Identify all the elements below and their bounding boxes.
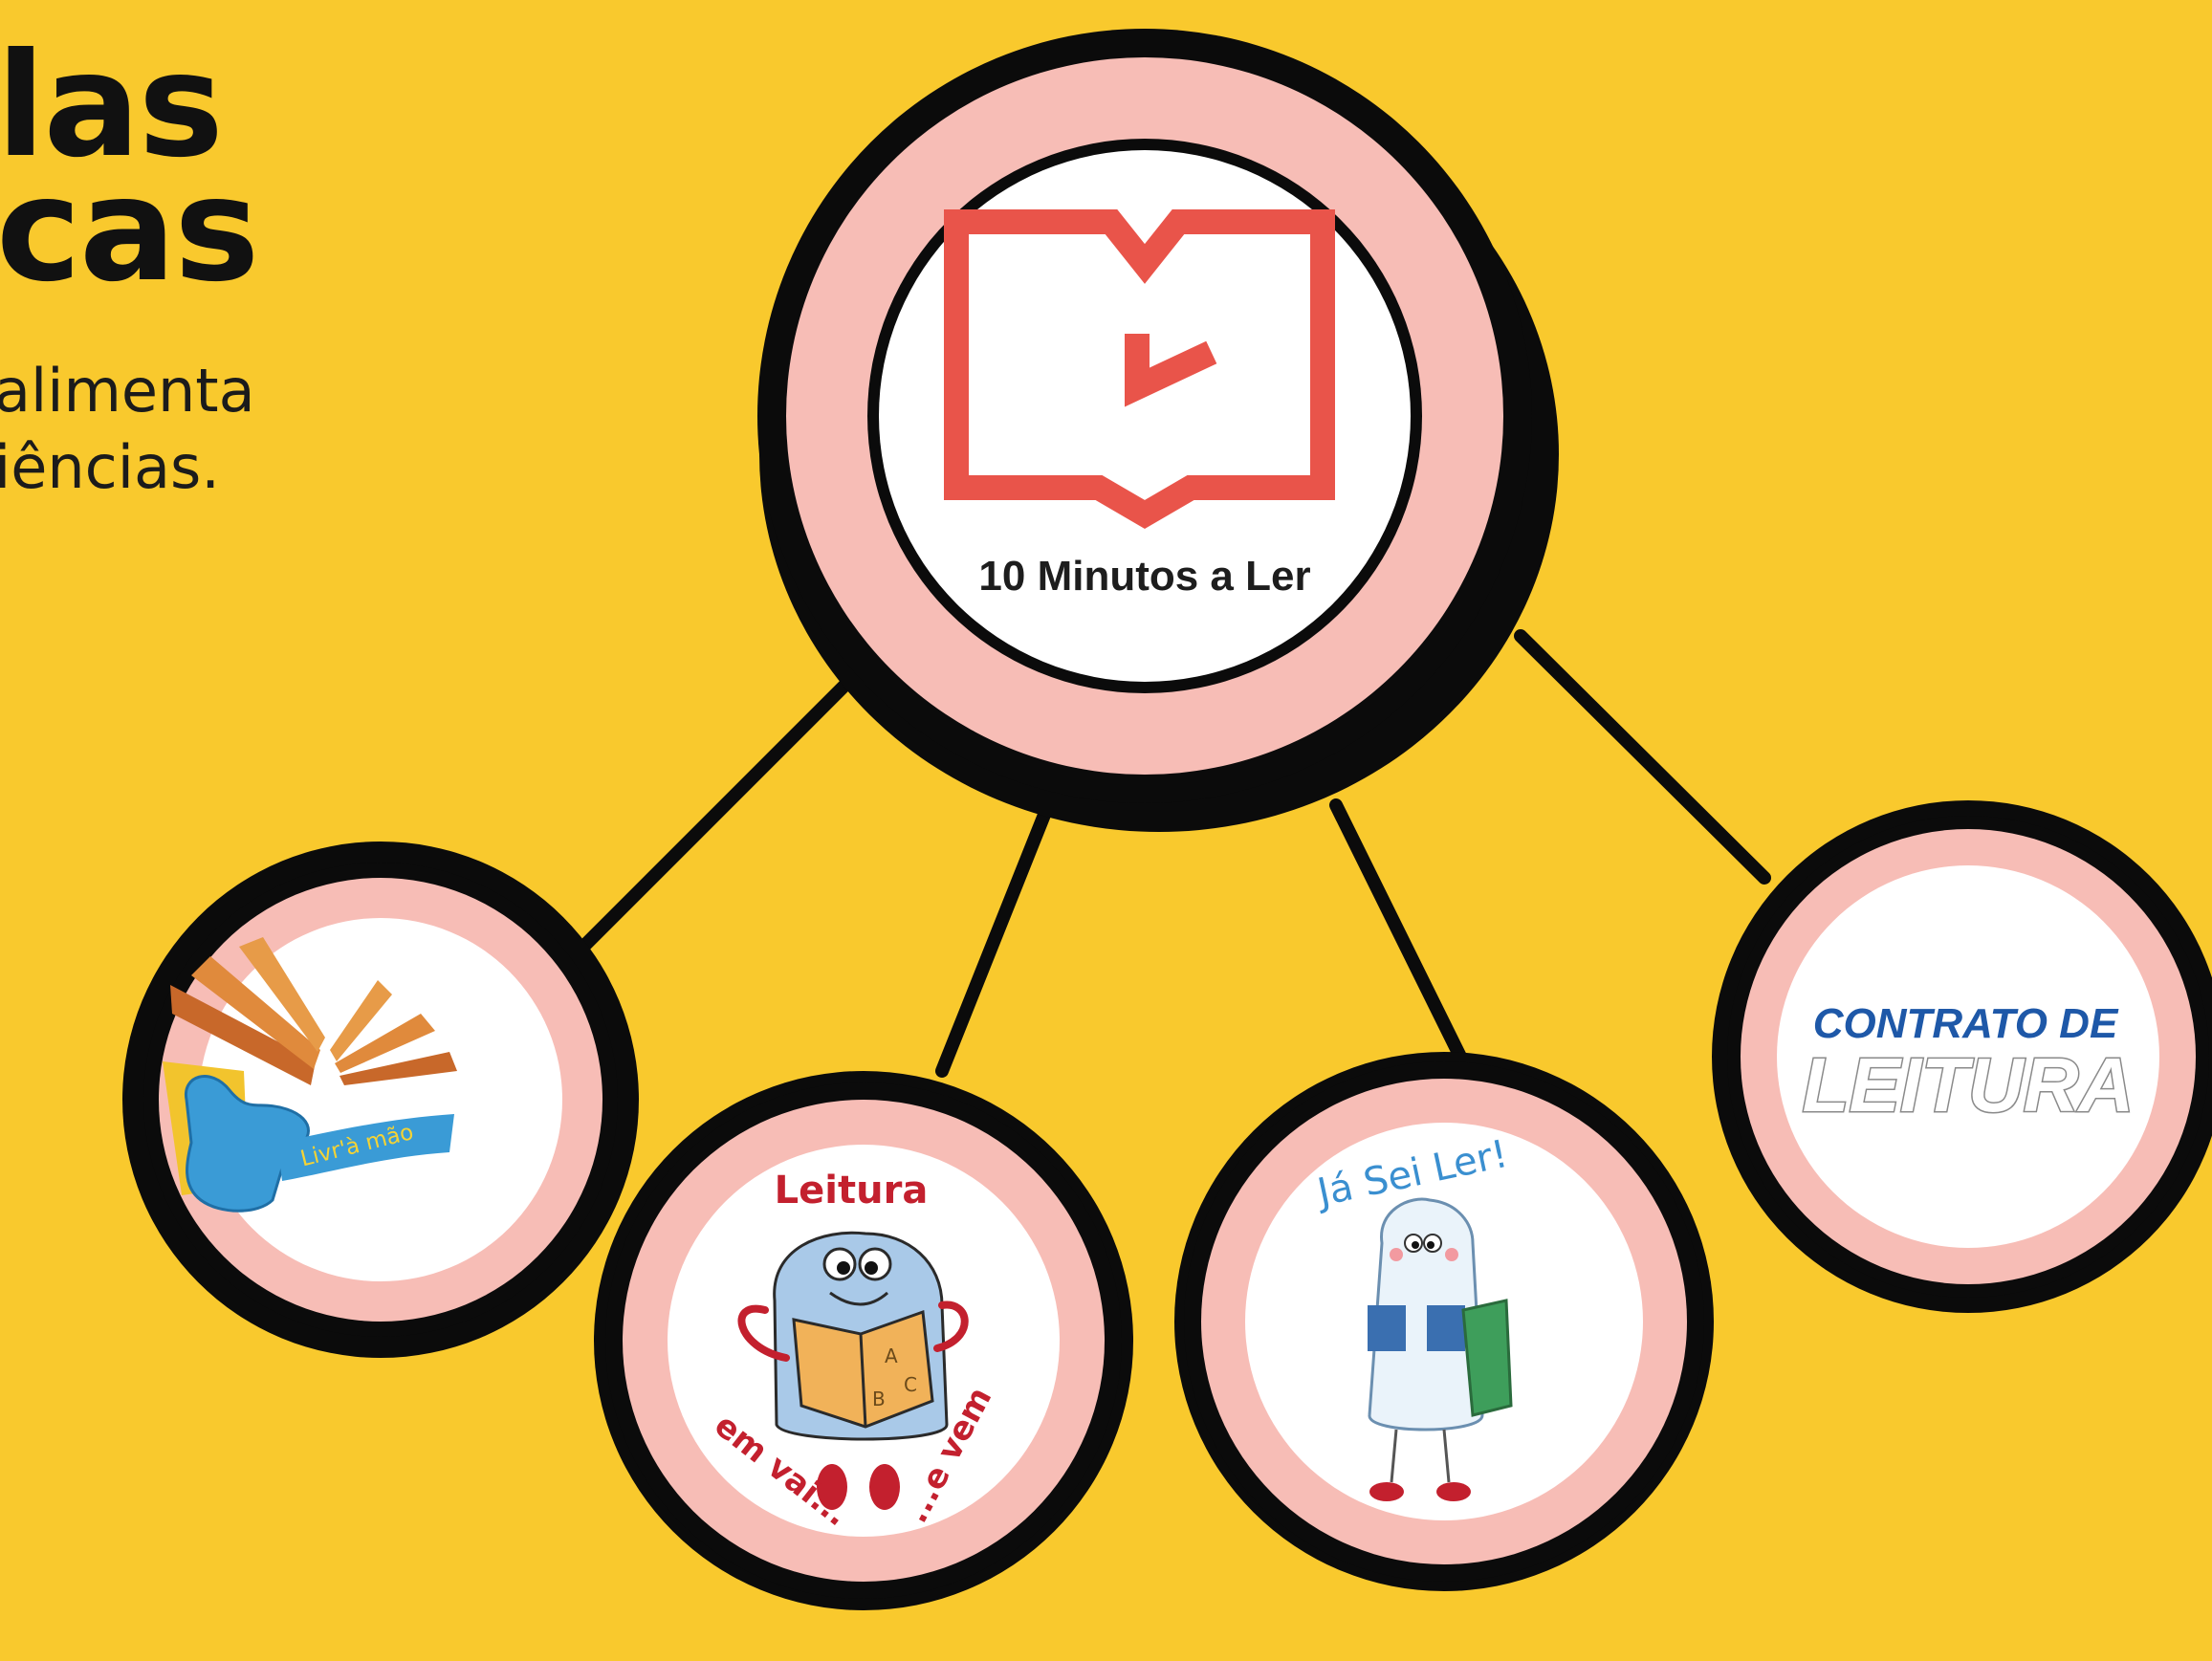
node-10-minutos-a-ler: 10 Minutos a Ler <box>757 29 1532 803</box>
leitura-top-label: Leitura <box>775 1169 929 1213</box>
node-inner <box>199 918 562 1281</box>
connectors <box>546 629 1771 1078</box>
connector-contrato <box>1514 629 1771 885</box>
node-livramao: Livr'à mão <box>143 863 618 1337</box>
center-node-label: 10 Minutos a Ler <box>978 553 1310 600</box>
connector-livramao <box>546 663 867 984</box>
node-contrato-de-leitura: CONTRATO DE LEITURA <box>1727 816 2209 1298</box>
node-ja-sei-ler: Já Sei Ler! <box>1184 1061 1704 1582</box>
node-inner <box>879 150 1411 682</box>
book-letter-a: A <box>885 1344 898 1367</box>
subtitle-line1: alimenta <box>0 356 255 426</box>
page-title-line1: las <box>0 23 224 189</box>
page-title-line2: cas <box>0 147 259 314</box>
backpack-character-icon <box>1368 1197 1513 1501</box>
open-book-icon <box>170 937 457 1085</box>
book-letter-c: C <box>904 1373 917 1396</box>
book-letter-b: B <box>872 1388 886 1410</box>
connector-jaseiler <box>1329 798 1467 1063</box>
connector-leitura <box>935 808 1051 1078</box>
node-inner <box>1777 865 2159 1248</box>
contrato-line2: LEITURA <box>1803 1042 2135 1127</box>
thumbs-up-hand-icon <box>163 1061 454 1213</box>
subtitle-line2: iências. <box>0 432 220 502</box>
contrato-line1: CONTRATO DE <box>1813 1000 2119 1047</box>
open-book-clock-icon <box>944 209 1335 530</box>
node-leitura-em-vai-e-vem: Leitura A B C em vai... ...e vem <box>605 1082 1122 1599</box>
backpack-character-icon: A B C <box>737 1231 969 1510</box>
